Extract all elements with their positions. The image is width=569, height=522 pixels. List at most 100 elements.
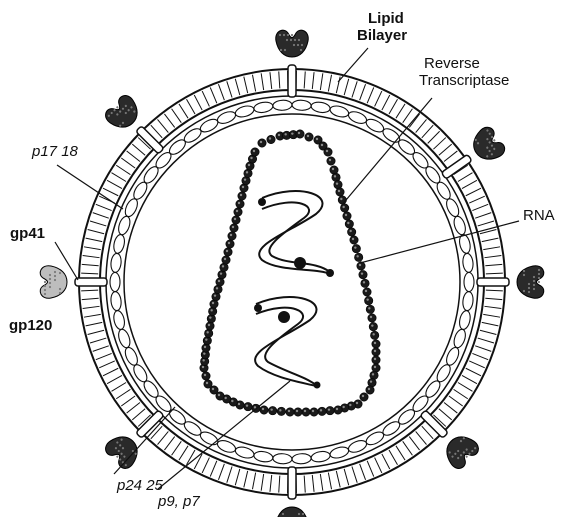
- gp120-texture-dot: [290, 39, 292, 41]
- bilayer-tick: [132, 409, 145, 420]
- bilayer-tick: [469, 196, 485, 203]
- capsid-bead: [372, 348, 380, 356]
- envelope-glycoprotein: [276, 30, 309, 97]
- capsid-bead: [207, 314, 215, 322]
- matrix-bead: [452, 215, 468, 236]
- capsid-bead: [267, 135, 275, 143]
- gp120-texture-dot: [59, 272, 61, 274]
- bilayer-tick: [482, 238, 499, 242]
- bilayer-tick: [472, 353, 488, 359]
- capsid-bead-highlight: [208, 324, 210, 326]
- gp120-texture-dot: [282, 513, 284, 515]
- gp120-texture-dot: [533, 288, 535, 290]
- capsid-bead-highlight: [278, 134, 280, 136]
- matrix-bead: [329, 104, 350, 119]
- capsid-bead-highlight: [368, 388, 370, 390]
- bilayer-tick: [352, 81, 357, 97]
- capsid-bead: [244, 402, 252, 410]
- capsid-bead: [238, 192, 246, 200]
- capsid-bead-highlight: [352, 238, 354, 240]
- gp120-texture-dot: [523, 274, 525, 276]
- bilayer-tick: [279, 71, 280, 88]
- capsid-bead: [366, 386, 374, 394]
- capsid-bead-highlight: [342, 406, 344, 408]
- capsid-bead-highlight: [354, 246, 356, 248]
- label-gp120: gp120: [9, 318, 52, 334]
- bilayer-tick: [320, 474, 322, 491]
- gp120-texture-dot: [44, 285, 46, 287]
- capsid-bead-highlight: [342, 206, 344, 208]
- bilayer-tick: [360, 464, 366, 480]
- capsid-bead-highlight: [370, 316, 372, 318]
- gp120-texture-dot: [294, 39, 296, 41]
- capsid-bead-highlight: [246, 404, 248, 406]
- bilayer-tick: [409, 437, 419, 451]
- capsid-bead-highlight: [224, 258, 226, 260]
- capsid-bead-highlight: [279, 409, 281, 411]
- bilayer-tick: [336, 77, 340, 94]
- capsid-bead-highlight: [361, 272, 363, 274]
- bilayer-tick: [449, 396, 463, 406]
- gp120-texture-dot: [49, 286, 51, 288]
- gp120-knob: [517, 266, 544, 299]
- gp120-texture-dot: [301, 44, 303, 46]
- capsid-bead: [350, 236, 358, 244]
- label-gp41: gp41: [10, 226, 45, 242]
- gp120-texture-dot: [533, 276, 535, 278]
- gp41-stalk: [288, 65, 296, 97]
- bilayer-tick: [158, 431, 169, 444]
- capsid-bead: [204, 380, 212, 388]
- bilayer-tick: [218, 84, 224, 100]
- gp120-texture-dot: [533, 284, 535, 286]
- bilayer-tick: [107, 375, 122, 383]
- matrix-bead: [310, 450, 330, 463]
- capsid-bead: [251, 148, 259, 156]
- capsid-bead: [369, 322, 377, 330]
- matrix-bead: [347, 438, 368, 454]
- capsid-bead-highlight: [374, 366, 376, 368]
- gp120-texture-dot: [54, 271, 56, 273]
- capsid-bead: [336, 188, 344, 196]
- capsid-bead-highlight: [212, 388, 214, 390]
- gp120-texture-dot: [538, 273, 540, 275]
- bilayer-tick: [475, 346, 491, 352]
- capsid-bead-highlight: [332, 168, 334, 170]
- capsid-bead-highlight: [228, 242, 230, 244]
- label-p9-p7: p9, p7: [158, 494, 200, 510]
- capsid-bead: [310, 408, 318, 416]
- capsid-bead-highlight: [368, 307, 370, 309]
- matrix-bead: [110, 273, 120, 292]
- label-bilayer: Bilayer: [357, 28, 407, 44]
- capsid-bead-highlight: [374, 350, 376, 352]
- capsid-bead-highlight: [347, 222, 349, 224]
- bilayer-tick: [235, 469, 240, 485]
- gp120-texture-dot: [293, 44, 295, 46]
- gp120-texture-dot: [493, 139, 496, 142]
- bilayer-tick: [116, 389, 130, 398]
- gp120-texture-dot: [528, 287, 530, 289]
- capsid-bead: [208, 307, 216, 315]
- capsid-bead-highlight: [218, 280, 220, 282]
- capsid-bead-highlight: [336, 408, 338, 410]
- capsid-bead-highlight: [349, 404, 351, 406]
- bilayer-tick: [304, 71, 305, 88]
- capsid-bead-highlight: [321, 144, 323, 146]
- capsid-bead-highlight: [307, 135, 309, 137]
- bilayer-tick: [320, 73, 322, 90]
- capsid-bead: [294, 408, 302, 416]
- bilayer-tick: [483, 314, 500, 317]
- bilayer-tick: [210, 87, 217, 103]
- bilayer-tick: [444, 151, 457, 162]
- gp120-texture-dot: [279, 34, 281, 36]
- matrix-bead: [216, 109, 237, 125]
- gp120-texture-dot: [298, 39, 300, 41]
- capsid-bead: [364, 296, 372, 304]
- bilayer-tick: [486, 273, 503, 274]
- bilayer-tick: [462, 180, 477, 188]
- matrix-bead: [310, 101, 330, 114]
- label-rna: RNA: [523, 208, 555, 224]
- bilayer-tick: [172, 441, 182, 455]
- matrix-bead: [292, 453, 312, 464]
- matrix-bead: [116, 328, 132, 349]
- capsid-bead: [360, 393, 368, 401]
